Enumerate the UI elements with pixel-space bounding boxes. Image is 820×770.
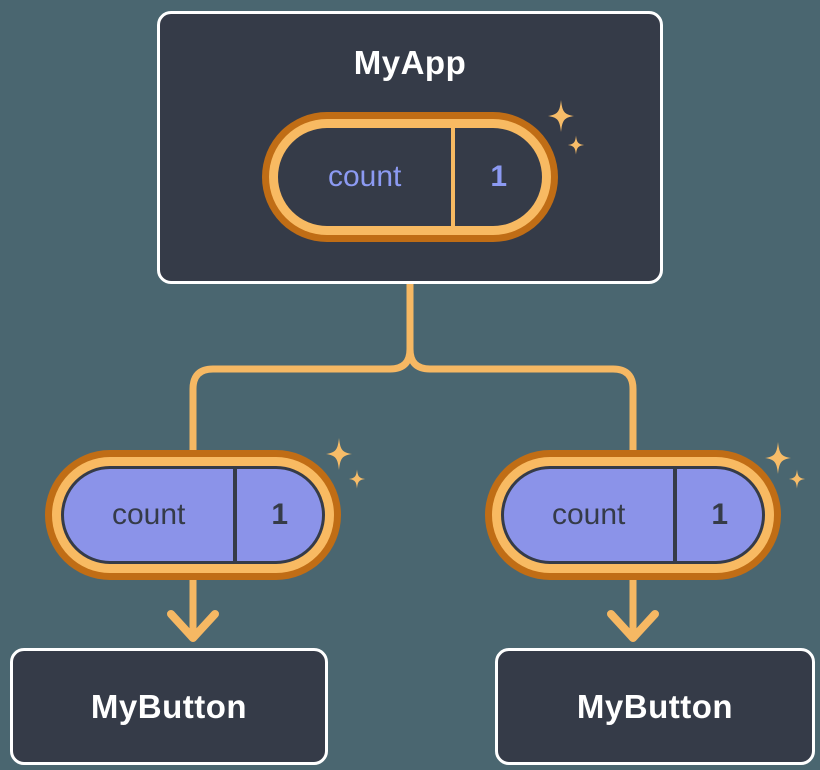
prop-value: 1 [271, 498, 288, 531]
component-label-mybutton-right: MyButton [576, 687, 734, 725]
prop-pill-ring: count 1 [52, 457, 334, 573]
state-value: 1 [490, 160, 507, 193]
prop-key: count [64, 469, 238, 561]
sparkle-icon [326, 438, 352, 470]
component-label-mybutton-left: MyButton [90, 687, 248, 725]
arrow-down-icon [167, 610, 219, 642]
sparkle-icon [349, 469, 365, 489]
state-key: count [278, 128, 456, 226]
sparkle-icon [765, 442, 791, 474]
prop-pill-ring: count 1 [492, 457, 774, 573]
component-label-myapp: MyApp [353, 44, 467, 81]
prop-pill-right: count 1 [485, 450, 781, 580]
prop-key: count [504, 469, 678, 561]
prop-pill-body: count 1 [61, 466, 325, 564]
sparkle-icon [789, 469, 805, 489]
arrow-down-icon [607, 610, 659, 642]
state-pill-ring: count 1 [269, 119, 551, 235]
prop-pill-body: count 1 [501, 466, 765, 564]
component-node-mybutton-left: MyButton [10, 648, 328, 765]
prop-pill-left: count 1 [45, 450, 341, 580]
prop-value: 1 [711, 498, 728, 531]
component-node-mybutton-right: MyButton [495, 648, 815, 765]
state-pill-myapp: count 1 [262, 112, 558, 242]
state-pill-body: count 1 [278, 128, 542, 226]
